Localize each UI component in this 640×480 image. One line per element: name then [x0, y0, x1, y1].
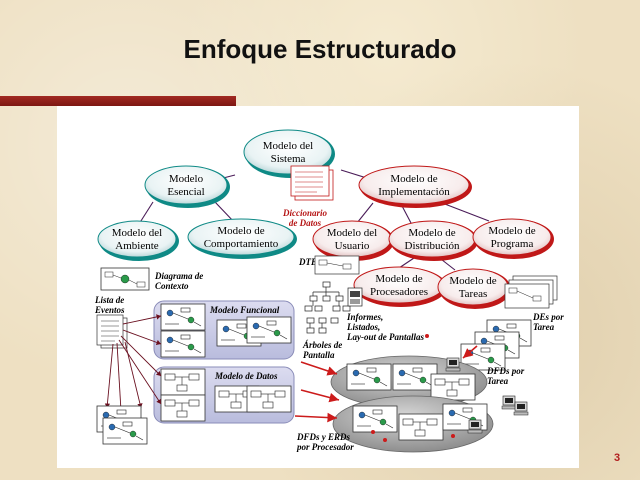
- label-line: Modelo de: [375, 273, 422, 285]
- label-line: Modelo de: [449, 275, 496, 287]
- diccionario-label: Diccionario: [282, 208, 327, 218]
- des-tarea-stack: [504, 275, 558, 309]
- arboles-pantalla-icon: [304, 281, 351, 334]
- dte-label: DTE: [298, 257, 317, 267]
- dfds-erds-label: DFDs y ERDs: [296, 432, 351, 442]
- des-tarea-label: Tarea: [533, 322, 555, 332]
- node-modelo-distribucion: Modelo de Distribución: [388, 220, 478, 261]
- label-line: Ambiente: [115, 240, 158, 252]
- diccionario-label: de Datos: [289, 218, 322, 228]
- computer-icons: [501, 395, 529, 416]
- title-accent-bar: [0, 96, 236, 106]
- dte-thumbnail: [314, 255, 360, 275]
- label-line: Comportamiento: [204, 238, 279, 250]
- node-modelo-tareas: Modelo de Tareas: [437, 268, 511, 309]
- dfds-tarea-stack: [460, 319, 532, 371]
- slide-title: Enfoque Estructurado: [183, 34, 457, 64]
- diagram-figure: Modelo del Sistema Modelo Esencial Model…: [57, 106, 579, 468]
- label-line: Modelo de: [217, 225, 264, 237]
- node-modelo-implementacion: Modelo de Implementación: [358, 165, 472, 208]
- node-modelo-esencial: Modelo Esencial: [144, 165, 230, 208]
- diagrama-contexto-label: Contexto: [155, 281, 189, 291]
- label-line: Modelo de: [488, 225, 535, 237]
- label-line: Procesadores: [370, 286, 428, 298]
- arboles-label: Pantalla: [303, 350, 335, 360]
- red-dots: [371, 334, 455, 442]
- label-line: Sistema: [271, 153, 306, 165]
- node-modelo-usuario: Modelo del Usuario: [312, 220, 394, 261]
- des-tarea-label: DEs por: [532, 312, 564, 322]
- lista-eventos-icon: [96, 314, 128, 349]
- label-line: Modelo: [169, 173, 204, 185]
- diagram-canvas: Modelo del Sistema Modelo Esencial Model…: [94, 129, 564, 453]
- label-line: Modelo del: [263, 140, 313, 152]
- informes-label: Lay-out de Pantallas: [346, 332, 424, 342]
- modelo-funcional-panel: Modelo Funcional: [153, 300, 295, 360]
- node-modelo-programa: Modelo de Programa: [472, 218, 554, 259]
- label-line: Modelo del: [112, 227, 162, 239]
- label-line: Tareas: [459, 288, 488, 300]
- dfds-tarea-label: Tarea: [487, 376, 509, 386]
- label-line: Modelo del: [327, 227, 377, 239]
- dfds-erds-label: por Procesador: [296, 442, 354, 452]
- diagrama-contexto-thumbnail: [100, 267, 150, 291]
- page-number: 3: [614, 452, 621, 464]
- diagrama-contexto-label: Diagrama de: [154, 271, 203, 281]
- node-modelo-procesadores: Modelo de Procesadores: [353, 266, 447, 307]
- dfds-tarea-label: DFDs por: [486, 366, 525, 376]
- label-line: Usuario: [335, 240, 370, 252]
- informes-label: Informes,: [346, 312, 383, 322]
- red-arrows: [294, 345, 478, 423]
- node-modelo-ambiente: Modelo del Ambiente: [97, 220, 179, 261]
- label-line: Implementación: [378, 186, 450, 198]
- modelo-datos-label: Modelo de Datos: [214, 371, 278, 381]
- label-line: Distribución: [405, 240, 460, 252]
- node-modelo-sistema: Modelo del Sistema: [243, 129, 335, 178]
- modelo-funcional-label: Modelo Funcional: [209, 305, 280, 315]
- label-line: Programa: [491, 238, 534, 250]
- informes-icon: [347, 287, 363, 307]
- diccionario-datos-icon: [290, 165, 334, 201]
- processor-disk-lower: [332, 395, 494, 453]
- lista-eventos-label: Lista de: [94, 295, 124, 305]
- lista-eventos-label: Eventos: [94, 305, 125, 315]
- arboles-label: Árboles de: [302, 340, 342, 350]
- label-line: Modelo de: [390, 173, 437, 185]
- label-line: Modelo de: [408, 227, 455, 239]
- label-line: Esencial: [167, 186, 204, 198]
- event-arrows: [104, 314, 162, 412]
- modelo-datos-panel: Modelo de Datos: [153, 366, 295, 424]
- informes-label: Listados,: [346, 322, 380, 332]
- node-modelo-comportamiento: Modelo de Comportamiento: [187, 218, 297, 259]
